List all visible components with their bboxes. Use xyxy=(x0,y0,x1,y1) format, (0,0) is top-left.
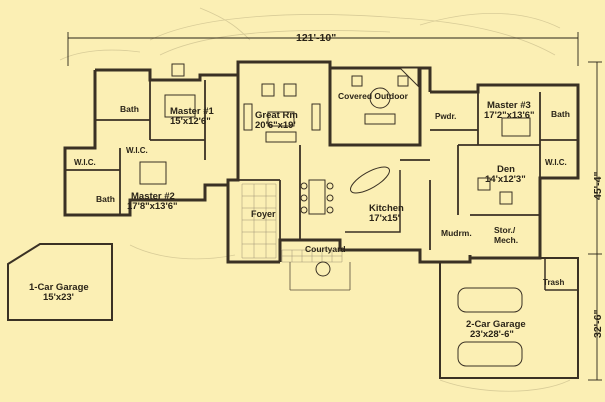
room-label-trash: Trash xyxy=(543,278,564,287)
bedroom-furniture xyxy=(139,63,531,205)
room-label-mech: Mech. xyxy=(494,235,518,245)
dining-and-kitchen-furniture xyxy=(300,166,401,233)
room-label-mudrm: Mudrm. xyxy=(441,228,472,238)
dining-chair xyxy=(326,194,334,202)
bed-master2 xyxy=(139,161,167,185)
room-label-bath-lower-left: Bath xyxy=(96,194,115,204)
room-label-wic-left-lower: W.I.C. xyxy=(74,158,96,167)
armchair xyxy=(261,83,275,97)
outdoor-chair xyxy=(397,75,409,87)
outdoor-chair xyxy=(351,75,363,87)
room-label-bath-right: Bath xyxy=(551,109,570,119)
courtyard-table xyxy=(315,261,331,277)
dining-chair xyxy=(300,182,308,190)
dimension-lines xyxy=(67,32,602,381)
room-size-den: 14'x12'3" xyxy=(485,174,526,185)
tile-patterns xyxy=(241,183,343,263)
room-label-foyer: Foyer xyxy=(251,209,276,219)
room-label-covered-outdoor: Covered Outdoor xyxy=(338,91,409,101)
room-size-master3: 17'2"x13'6" xyxy=(484,110,535,121)
room-labels: Master #1 15'x12'6" Great Rm 20'6"x19' C… xyxy=(29,91,570,340)
room-size-great-room: 20'6"x19' xyxy=(255,120,296,131)
car xyxy=(457,287,523,313)
dining-chair xyxy=(326,206,334,214)
bed-master3 xyxy=(501,117,531,137)
kitchen-counter xyxy=(345,170,401,233)
garage-2-outline xyxy=(439,257,579,379)
room-label-stor: Stor./ xyxy=(494,225,516,235)
great-room-furniture xyxy=(243,83,321,143)
house-depth-dimension: 45'-4" xyxy=(592,171,604,200)
room-label-bath-upper-left: Bath xyxy=(120,104,139,114)
room-size-master2: 17'8"x13'6" xyxy=(127,201,178,212)
room-label-wic-left: W.I.C. xyxy=(126,146,148,155)
exterior-walls xyxy=(63,60,580,264)
room-label-pwdr: Pwdr. xyxy=(435,112,456,121)
room-size-garage1: 15'x23' xyxy=(43,292,74,303)
room-size-garage2: 23'x28'-6" xyxy=(470,329,514,340)
room-label-master3: Master #3 xyxy=(487,100,531,111)
armchair xyxy=(283,83,297,97)
side-sofa xyxy=(243,103,253,131)
room-label-courtyard: Courtyard xyxy=(305,244,346,254)
room-label-great-room: Great Rm xyxy=(255,110,298,121)
sofa xyxy=(265,131,297,143)
garage-1-outline xyxy=(7,243,113,321)
den-chair xyxy=(477,177,491,191)
room-label-garage1: 1-Car Garage xyxy=(29,282,89,293)
room-size-kitchen: 17'x15' xyxy=(369,213,400,224)
site-linework xyxy=(59,7,571,392)
room-label-den: Den xyxy=(497,164,515,175)
side-sofa xyxy=(311,103,321,131)
room-label-master1: Master #1 xyxy=(170,106,215,117)
overall-width-dimension: 121'-10" xyxy=(296,32,336,44)
room-label-garage2: 2-Car Garage xyxy=(466,319,526,330)
garage-depth-dimension: 32'-6" xyxy=(592,309,604,338)
dining-chair xyxy=(326,182,334,190)
dining-chair xyxy=(300,206,308,214)
interior-walls xyxy=(65,80,578,262)
courtyard-features xyxy=(289,261,351,291)
coffee-table xyxy=(267,111,295,127)
den-chair xyxy=(499,191,513,205)
bed-master1 xyxy=(164,94,196,118)
room-label-wic-right: W.I.C. xyxy=(545,158,567,167)
outdoor-fireplace xyxy=(398,67,419,88)
outdoor-table xyxy=(369,87,391,109)
room-label-kitchen: Kitchen xyxy=(369,203,404,214)
outdoor-furniture xyxy=(351,67,419,125)
room-label-master2: Master #2 xyxy=(131,191,175,202)
outdoor-sofa xyxy=(364,113,396,125)
dining-table xyxy=(308,179,326,215)
kitchen-island xyxy=(350,166,390,194)
car xyxy=(457,341,523,367)
room-size-master1: 15'x12'6" xyxy=(170,116,211,127)
armchair xyxy=(171,63,185,77)
dining-chair xyxy=(300,194,308,202)
